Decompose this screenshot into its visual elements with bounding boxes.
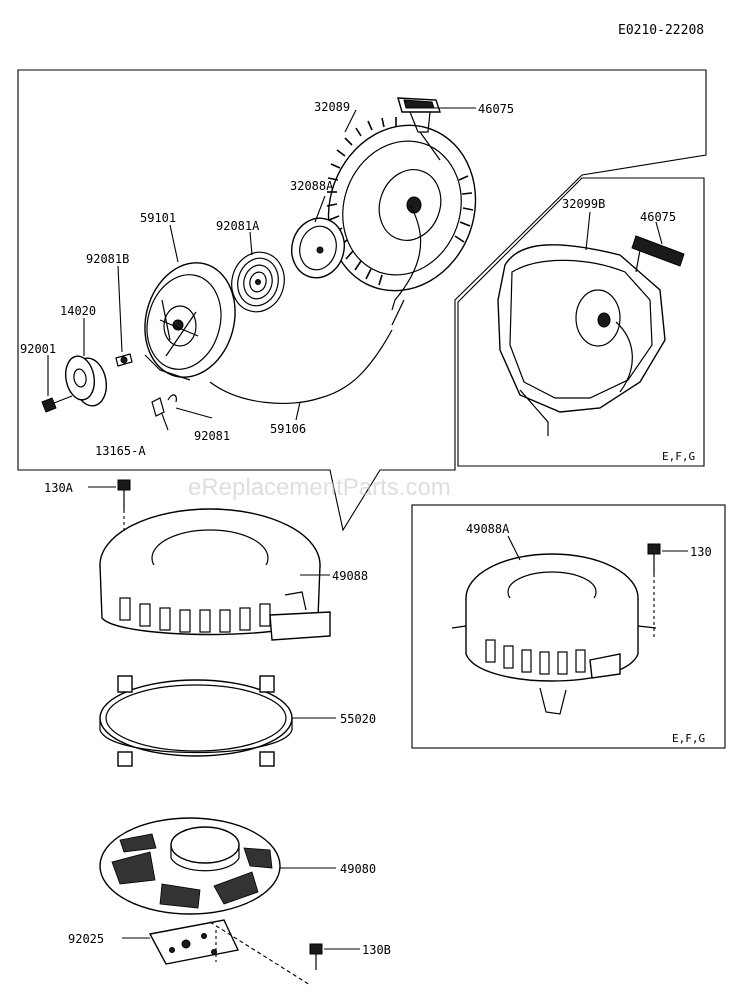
label-49080: 49080 <box>340 862 376 876</box>
label-130A: 130A <box>44 481 74 495</box>
upper-callout-frame <box>17 69 707 532</box>
bolt-130 <box>647 543 661 574</box>
label-59101: 59101 <box>140 211 176 225</box>
rope-59106 <box>209 329 393 405</box>
bolt-130A <box>117 479 131 510</box>
label-32099B: 32099B <box>562 197 605 211</box>
ring-55020 <box>99 675 293 767</box>
diagram-code: E0210-22208 <box>618 23 704 38</box>
variant-note-upper: E,F,G <box>662 450 695 463</box>
label-92081: 92081 <box>194 429 230 443</box>
cap-14020 <box>64 355 107 407</box>
label-92081B: 92081B <box>86 252 129 266</box>
label-32089: 32089 <box>314 100 350 114</box>
axis-130B <box>209 921 311 986</box>
reel-59101 <box>144 262 236 381</box>
inset-frame-lower <box>411 504 726 749</box>
watermark: eReplacementParts.com <box>188 474 451 501</box>
label-32088A: 32088A <box>290 179 334 193</box>
spring-92081B <box>115 353 133 367</box>
inset-leader-lines <box>585 211 663 251</box>
bolt-92001 <box>41 395 73 413</box>
label-92025: 92025 <box>68 932 104 946</box>
label-49088: 49088 <box>332 569 368 583</box>
label-130B: 130B <box>362 943 391 957</box>
reel-cover-32099B <box>497 244 666 436</box>
starter-handle-46075 <box>397 97 441 161</box>
leader-49088A <box>507 535 521 561</box>
label-13165A: 13165-A <box>95 444 146 458</box>
pawl-13165A <box>151 394 177 417</box>
starter-handle-46075-inset <box>631 235 685 273</box>
label-49088A: 49088A <box>466 522 510 536</box>
label-59106: 59106 <box>270 422 306 436</box>
bolt-130B <box>309 943 323 970</box>
inset-frame-upper <box>457 177 705 467</box>
label-46075-main: 46075 <box>478 102 514 116</box>
variant-note-lower: E,F,G <box>672 732 705 745</box>
plate-92025 <box>148 919 240 965</box>
reel-cover-32089 <box>326 117 477 326</box>
label-92081A: 92081A <box>216 219 260 233</box>
label-130: 130 <box>690 545 712 559</box>
label-14020: 14020 <box>60 304 96 318</box>
housing-49088A <box>451 553 657 715</box>
spring-92081A <box>231 251 285 313</box>
housing-49088 <box>99 508 331 641</box>
guide-49080 <box>99 817 281 915</box>
upper-leader-lines <box>47 107 476 431</box>
plate-32088A <box>291 217 345 279</box>
label-46075-inset: 46075 <box>640 210 676 224</box>
label-92001: 92001 <box>20 342 56 356</box>
label-55020: 55020 <box>340 712 376 726</box>
